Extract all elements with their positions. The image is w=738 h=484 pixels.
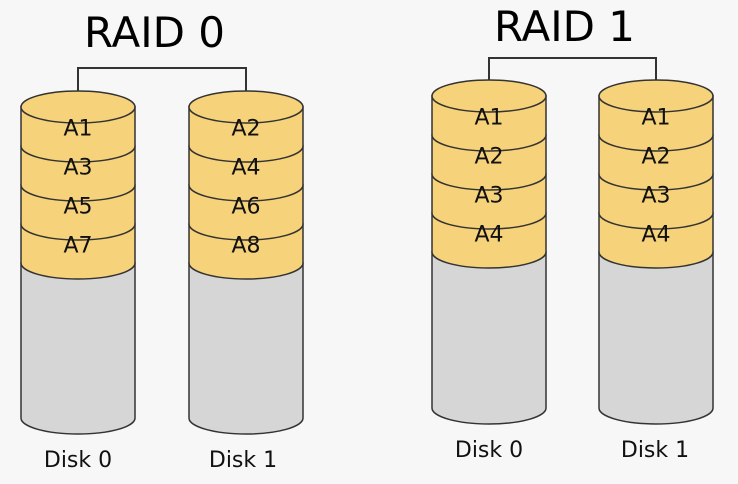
raid0-disk1-top-cap (188, 90, 304, 124)
raid1-disk1-top-cap (598, 79, 714, 113)
raid0-disk0-block-label: A3 (63, 156, 92, 181)
raid1-disk1-body (598, 251, 714, 425)
raid1-disk1-block-label: A1 (641, 106, 670, 131)
raid0-disk1-label: Disk 1 (208, 448, 278, 473)
raid1-disk1-block-label: A4 (641, 223, 670, 248)
raid0-disk0-body (20, 262, 136, 435)
raid1-disk1-block-label: A2 (641, 145, 670, 170)
raid0-disk1-block-label: A6 (231, 195, 260, 220)
raid1-disk0-block-label: A1 (474, 106, 503, 131)
raid1-disk0-top-cap (431, 79, 547, 113)
raid1-disk1-label: Disk 1 (620, 438, 690, 463)
raid0-connector (77, 67, 247, 95)
raid0-disk0-block-label: A5 (63, 195, 92, 220)
raid0-disk0-block-label: A1 (63, 117, 92, 142)
raid0-disk0-top-cap (20, 90, 136, 124)
raid1-disk0-block-label: A2 (474, 145, 503, 170)
raid1-disk0-label: Disk 0 (454, 438, 524, 463)
raid0-disk0-label: Disk 0 (43, 448, 113, 473)
raid1-disk0-body (431, 251, 547, 425)
raid1-disk0-block-label: A4 (474, 223, 503, 248)
raid1-disk1-block-label: A3 (641, 184, 670, 209)
raid0-disk1-block-label: A2 (231, 117, 260, 142)
raid0-disk1-body (188, 262, 304, 435)
raid0-disk0-block-label: A7 (63, 234, 92, 259)
raid0-disk1-block-label: A4 (231, 156, 260, 181)
raid0-title: RAID 0 (84, 8, 226, 57)
raid0-disk1-block-label: A8 (231, 234, 260, 259)
raid1-connector (488, 57, 657, 84)
raid1-disk0-block-label: A3 (474, 184, 503, 209)
raid1-title: RAID 1 (494, 2, 636, 51)
